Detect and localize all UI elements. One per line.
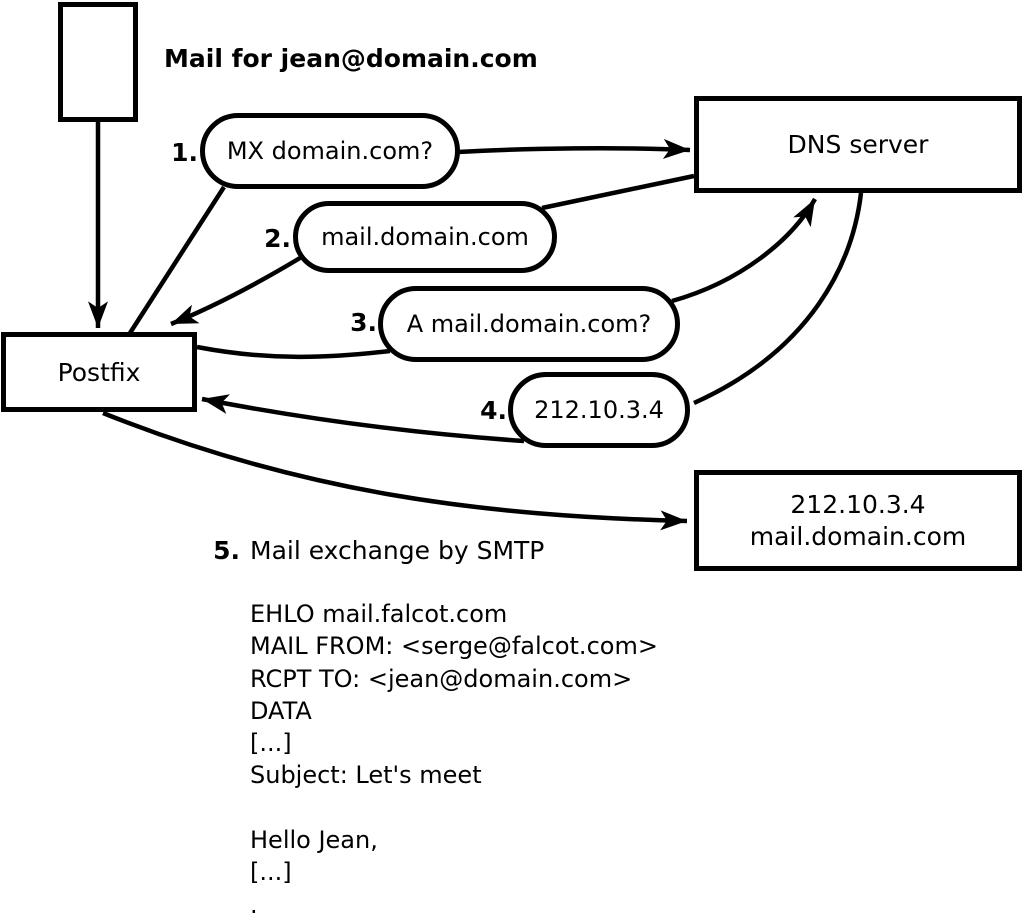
transcript-line: [...] <box>250 858 292 887</box>
mail-server-ip: 212.10.3.4 <box>790 489 926 519</box>
step-number-1: 1. <box>171 138 198 167</box>
line-dns-to-a-answer <box>693 192 864 406</box>
line-postfix-to-a-query <box>196 344 391 360</box>
mx-query-pill: MX domain.com? <box>200 113 460 189</box>
dns-server-node: DNS server <box>694 96 1022 193</box>
dns-server-label: DNS server <box>787 130 929 159</box>
mail-server-hostname: mail.domain.com <box>749 521 967 551</box>
a-query-label: A mail.domain.com? <box>406 310 652 338</box>
a-answer-pill: 212.10.3.4 <box>508 372 690 448</box>
arrow-mx-query-to-dns <box>457 138 691 159</box>
step-number-2: 2. <box>264 224 291 253</box>
mx-answer-label: mail.domain.com <box>321 223 529 251</box>
arrow-a-query-to-dns <box>671 197 817 304</box>
transcript-line: DATA <box>250 696 312 725</box>
mx-query-label: MX domain.com? <box>226 137 434 165</box>
step-number-3: 3. <box>350 308 377 337</box>
transcript-line: Hello Jean, <box>250 826 378 855</box>
line-dns-to-mx-answer <box>541 173 695 211</box>
arrow-a-answer-to-postfix <box>201 394 525 444</box>
postfix-label: Postfix <box>57 357 141 387</box>
step-number-5: 5. <box>213 536 240 565</box>
transcript-line: Subject: Let's meet <box>250 761 482 790</box>
transcript-line: [...] <box>250 729 292 758</box>
arrow-mx-answer-to-postfix <box>170 256 302 327</box>
mail-server-node: 212.10.3.4 mail.domain.com <box>694 470 1022 571</box>
transcript-line: . <box>250 890 258 919</box>
incoming-mail-box <box>58 2 138 122</box>
smtp-transcript: EHLO mail.falcot.com MAIL FROM: <serge@f… <box>250 598 658 919</box>
transcript-line: EHLO mail.falcot.com <box>250 600 508 628</box>
a-answer-label: 212.10.3.4 <box>534 396 664 424</box>
arrow-smtp-to-mailserver <box>102 410 688 531</box>
diagram-title: Mail for jean@domain.com <box>164 44 538 73</box>
mx-answer-pill: mail.domain.com <box>293 201 557 273</box>
step-number-4: 4. <box>480 396 507 425</box>
postfix-node: Postfix <box>1 332 197 412</box>
transcript-line: MAIL FROM: <serge@falcot.com> <box>250 632 658 661</box>
line-postfix-to-mx-query <box>128 185 226 335</box>
transcript-line: RCPT TO: <jean@domain.com> <box>250 664 633 693</box>
smtp-exchange-label: Mail exchange by SMTP <box>250 536 545 565</box>
transcript-line <box>250 792 658 824</box>
a-query-pill: A mail.domain.com? <box>378 286 680 362</box>
